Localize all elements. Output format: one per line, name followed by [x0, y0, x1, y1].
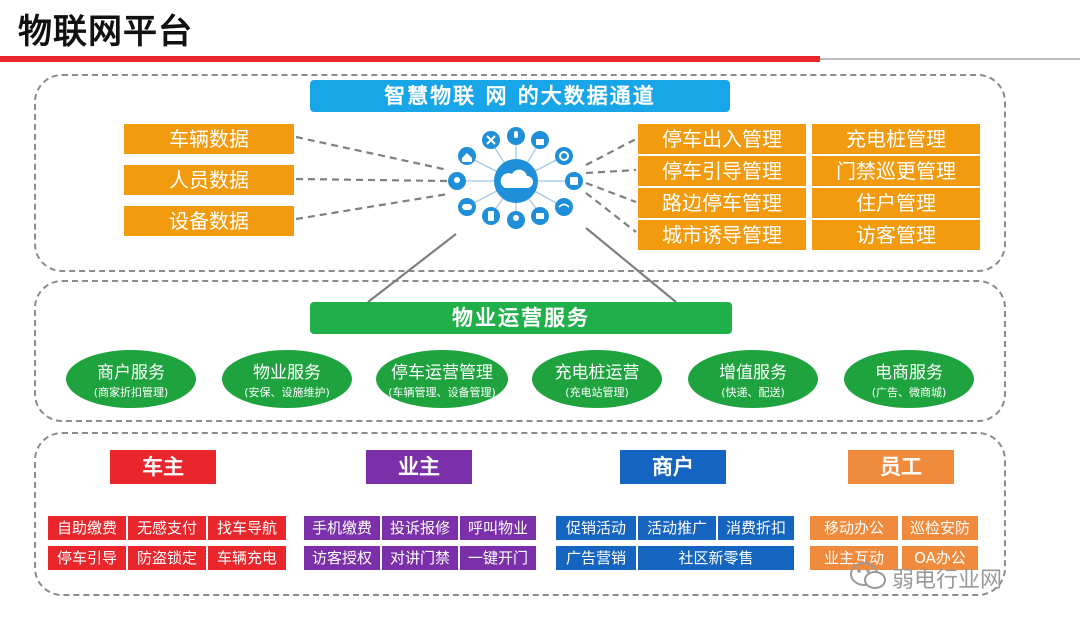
item-patrol-security: 巡检安防: [902, 516, 978, 540]
user-groups-panel: [34, 432, 1006, 596]
page-title: 物联网平台: [18, 12, 193, 52]
connector-mgmt-1: [585, 138, 637, 166]
item-intercom: 对讲门禁: [382, 546, 458, 570]
connector-down-left: [367, 233, 457, 303]
service-name: 停车运营管理: [391, 363, 493, 383]
service-merchant: 商户服务 (商家折扣管理): [66, 350, 196, 408]
service-name: 充电桩运营: [554, 363, 640, 383]
person-data-box: 人员数据: [124, 165, 294, 195]
item-find-car: 找车导航: [208, 516, 286, 540]
service-desc: (广告、微商城): [871, 386, 947, 399]
watermark: 弱电行业网: [848, 556, 1048, 596]
item-anti-theft: 防盗锁定: [128, 546, 206, 570]
hub-satellites: [448, 127, 583, 229]
iot-channel-banner: 智慧物联 网 的大数据通道: [310, 80, 730, 112]
mgmt-residents: 住户管理: [812, 188, 980, 218]
connector-device: [295, 192, 449, 221]
mgmt-parking-guide: 停车引导管理: [638, 156, 806, 186]
service-desc: (安保、设施维护): [244, 386, 330, 399]
group-head-staff: 员工: [848, 450, 954, 484]
connector-mgmt-3: [585, 181, 637, 204]
item-oa-office: OA办公: [902, 546, 978, 570]
mgmt-city-guidance: 城市诱导管理: [638, 220, 806, 250]
service-property: 物业服务 (安保、设施维护): [222, 350, 352, 408]
service-charging-ops: 充电桩运营 (充电站管理): [532, 350, 662, 408]
service-desc: (商家折扣管理): [93, 386, 169, 399]
vehicle-data-box: 车辆数据: [124, 124, 294, 154]
item-new-retail: 社区新零售: [638, 546, 794, 570]
connector-mgmt-2: [585, 168, 637, 175]
item-one-key-open: 一键开门: [460, 546, 536, 570]
mgmt-charging-pile: 充电桩管理: [812, 124, 980, 154]
service-desc: (车辆管理、设备管理): [388, 386, 496, 399]
item-event-promo: 活动推广: [638, 516, 716, 540]
cloud-shape: [500, 169, 533, 188]
service-parking-ops: 停车运营管理 (车辆管理、设备管理): [376, 350, 508, 408]
item-complaint-repair: 投诉报修: [382, 516, 458, 540]
connector-person: [295, 177, 449, 183]
title-underline: [0, 56, 820, 62]
service-desc: (充电站管理): [565, 386, 629, 399]
device-data-box: 设备数据: [124, 206, 294, 236]
item-visitor-auth: 访客授权: [304, 546, 380, 570]
service-name: 增值服务: [719, 363, 787, 383]
group-head-owner: 业主: [366, 450, 472, 484]
service-value-added: 增值服务 (快递、配送): [688, 350, 818, 408]
item-parking-guide: 停车引导: [48, 546, 126, 570]
group-head-car-owner: 车主: [110, 450, 216, 484]
item-call-property: 呼叫物业: [460, 516, 536, 540]
wifi-icon: [555, 198, 573, 216]
service-name: 物业服务: [253, 363, 321, 383]
service-ecommerce: 电商服务 (广告、微商城): [844, 350, 974, 408]
item-ad-marketing: 广告营销: [556, 546, 636, 570]
service-name: 商户服务: [97, 363, 165, 383]
connector-down-right: [585, 227, 677, 303]
connector-mgmt-4: [585, 192, 637, 233]
group-head-merchant: 商户: [620, 450, 726, 484]
mgmt-access-patrol: 门禁巡更管理: [812, 156, 980, 186]
mgmt-roadside-parking: 路边停车管理: [638, 188, 806, 218]
item-promotion: 促销活动: [556, 516, 636, 540]
item-vehicle-charge: 车辆充电: [208, 546, 286, 570]
watermark-text: 弱电行业网: [892, 568, 1003, 593]
service-name: 电商服务: [875, 363, 943, 383]
gear-icon: [555, 147, 573, 165]
item-mobile-pay: 手机缴费: [304, 516, 380, 540]
mgmt-parking-entry: 停车出入管理: [638, 124, 806, 154]
connector-vehicle: [295, 135, 449, 172]
item-seamless-pay: 无感支付: [128, 516, 206, 540]
wechat-icon: [850, 562, 886, 589]
iot-channel-panel: [34, 74, 1006, 272]
service-desc: (快递、配送): [721, 386, 785, 399]
operations-banner: 物业运营服务: [310, 302, 732, 334]
title-underline-grey: [820, 58, 1080, 60]
mgmt-visitors: 访客管理: [812, 220, 980, 250]
item-discount: 消费折扣: [718, 516, 794, 540]
item-mobile-office: 移动办公: [810, 516, 898, 540]
item-self-pay: 自助缴费: [48, 516, 126, 540]
operations-panel: [34, 280, 1006, 422]
